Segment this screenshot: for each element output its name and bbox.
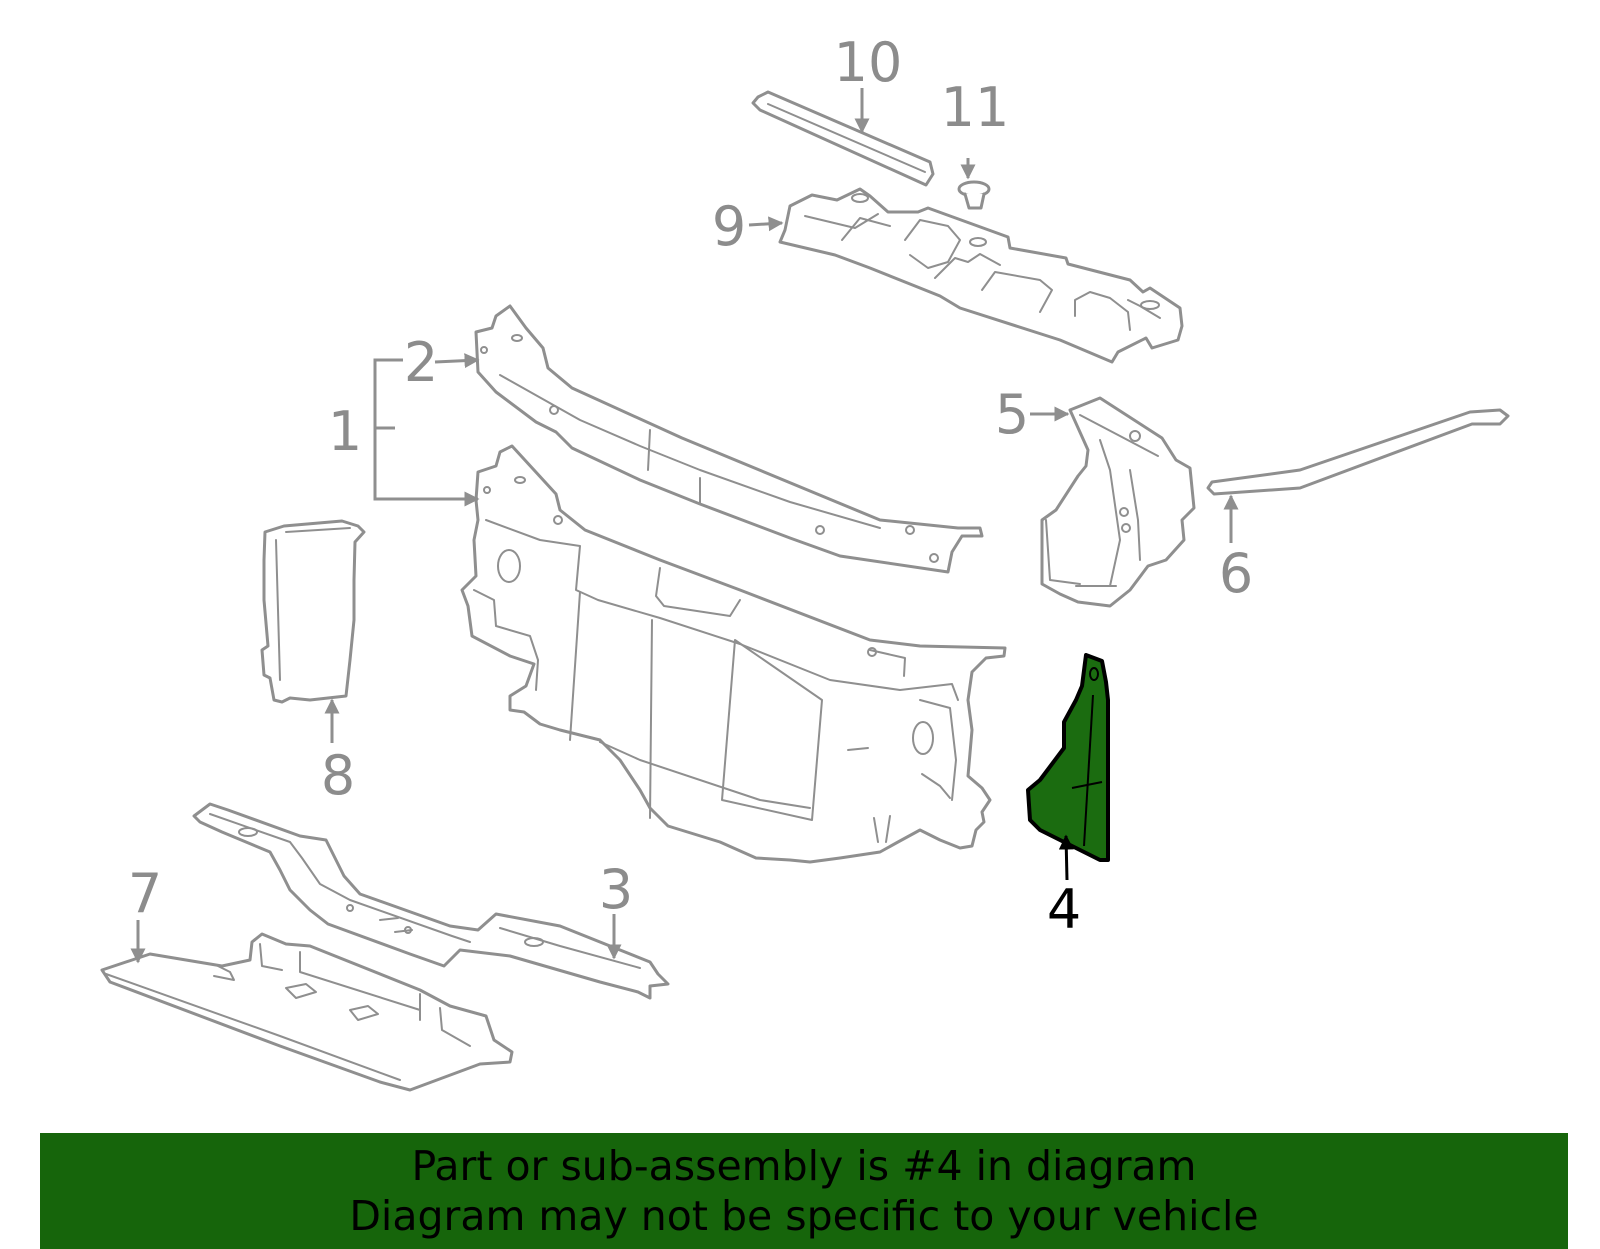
part-4-highlighted-shield	[1026, 653, 1110, 862]
info-banner: Part or sub-assembly is #4 in diagram Di…	[40, 1133, 1568, 1249]
leader-lines	[130, 88, 1239, 964]
callout-11: 11	[941, 76, 1010, 139]
callout-8: 8	[321, 744, 355, 807]
callout-labels: 10 11 9 2 1 5 6 8 7 3 4	[128, 31, 1253, 941]
part-11-push-clip	[957, 180, 991, 210]
part-10-seal-strip	[751, 90, 935, 187]
callout-1: 1	[328, 400, 362, 463]
callout-6: 6	[1219, 542, 1253, 605]
parts-diagram: 10 11 9 2 1 5 6 8 7 3 4	[100, 31, 1510, 1092]
callout-7: 7	[128, 862, 162, 925]
part-2-upper-tie-bar	[474, 304, 984, 574]
part-7-lower-deflector	[100, 932, 514, 1092]
part-3-lower-tie-bar	[192, 802, 670, 1000]
callout-5: 5	[995, 383, 1029, 446]
callout-2: 2	[404, 331, 438, 394]
part-1-radiator-support	[460, 444, 1007, 864]
callout-4: 4	[1047, 878, 1081, 941]
part-9-radiator-cover	[778, 187, 1184, 364]
part-8-air-baffle	[260, 519, 366, 704]
banner-line-2: Diagram may not be specific to your vehi…	[349, 1192, 1259, 1240]
part-6-support-rod	[1206, 408, 1510, 496]
callout-10: 10	[834, 31, 903, 94]
banner-line-1: Part or sub-assembly is #4 in diagram	[411, 1142, 1197, 1190]
callout-9: 9	[712, 195, 746, 258]
callout-3: 3	[599, 858, 633, 921]
part-5-bracket	[1040, 396, 1196, 608]
